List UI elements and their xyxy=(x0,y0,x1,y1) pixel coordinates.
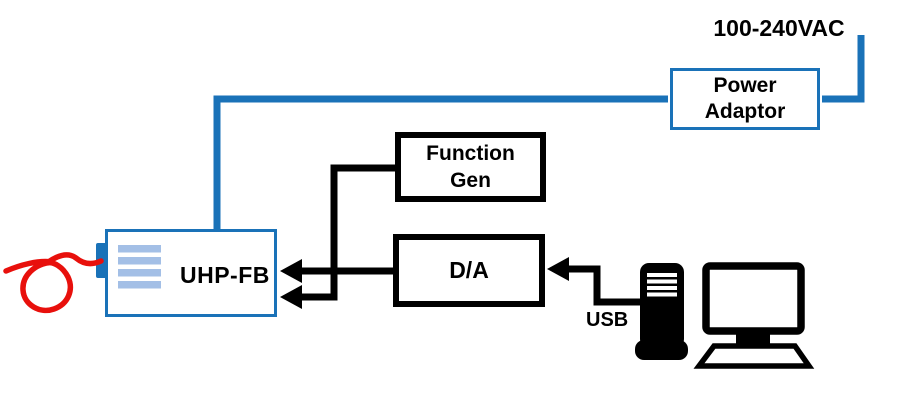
fiber-loop-icon xyxy=(3,252,104,313)
power-adaptor-label-line1: Power xyxy=(713,74,777,97)
monitor-icon xyxy=(693,262,815,369)
computer-tower-icon xyxy=(635,263,688,360)
usb-label: USB xyxy=(586,309,629,331)
da-converter-label: D/A xyxy=(449,257,489,283)
uhp-fb-label: UHP-FB xyxy=(180,262,270,288)
keyboard-icon xyxy=(693,343,815,369)
ac-cord-line xyxy=(822,35,865,103)
function-gen-box: Function Gen xyxy=(395,132,546,202)
power-adaptor-box: Power Adaptor xyxy=(670,68,820,130)
ac-input-label: 100-240VAC xyxy=(713,15,845,41)
da-converter-box: D/A xyxy=(393,234,545,307)
function-gen-label-line2: Gen xyxy=(450,169,491,192)
function-gen-cable xyxy=(298,164,399,301)
function-gen-label-line1: Function xyxy=(426,142,515,165)
uhp-lower-arrowhead-icon xyxy=(280,285,302,309)
uhp-fb-box: UHP-FB xyxy=(105,229,277,317)
da-arrowhead-icon xyxy=(547,257,569,281)
power-adaptor-label-line2: Adaptor xyxy=(704,100,786,123)
usb-cable xyxy=(566,265,642,306)
uhp-upper-arrowhead-icon xyxy=(280,259,302,283)
